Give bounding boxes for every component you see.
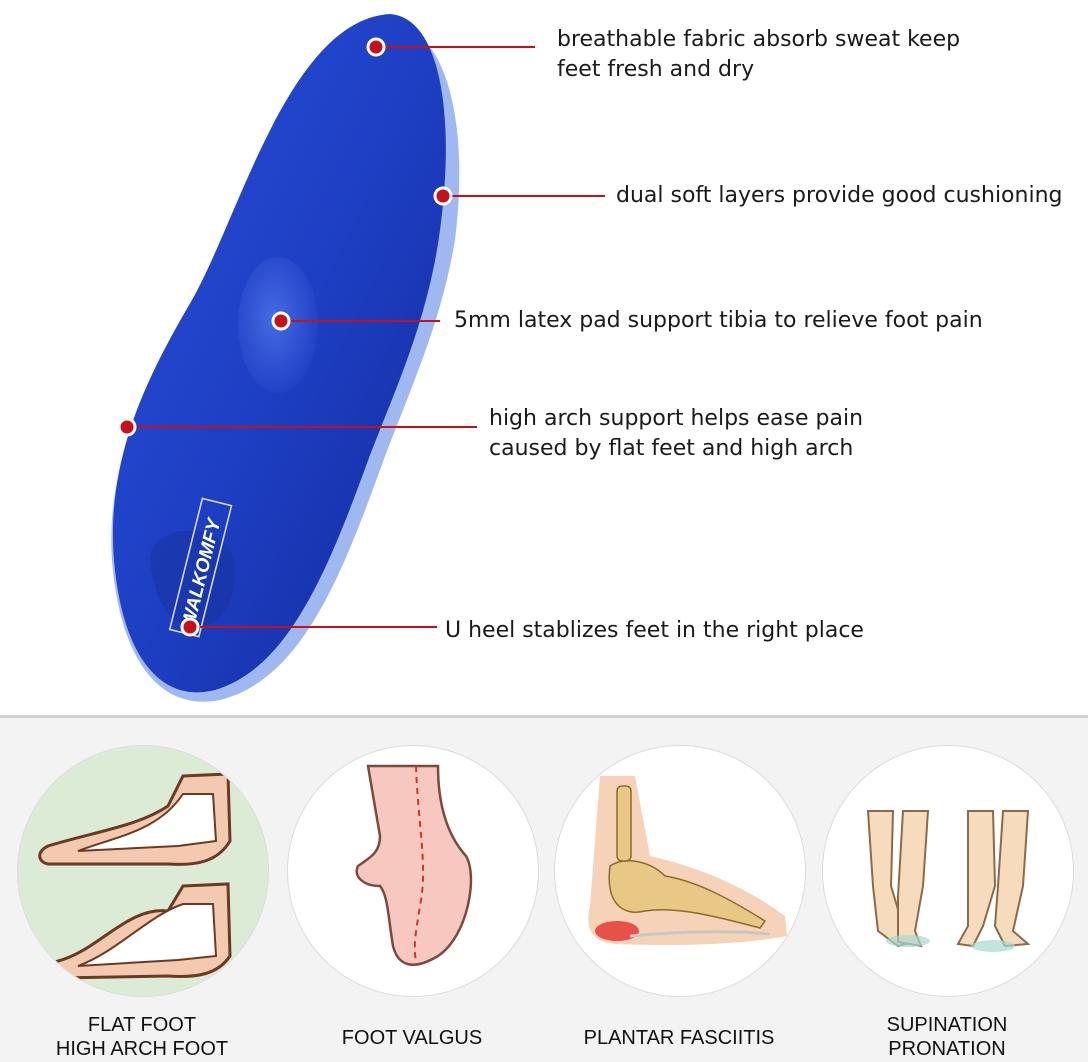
condition-label-supination-pronation: SUPINATION PRONATION [817,1013,1077,1061]
callout-latex-pad: 5mm latex pad support tibia to relieve f… [454,306,983,336]
callout-dot [271,311,291,331]
condition-label-line: PLANTAR FASCIITIS [583,1027,775,1049]
condition-label-plantar-fasciitis: PLANTAR FASCIITIS [549,1026,809,1050]
condition-label-line: HIGH ARCH FOOT [55,1038,229,1060]
supination-pronation-icon [822,745,1074,997]
callout-dot [366,37,386,57]
section-divider [0,715,1088,718]
product-feature-panel: WALKOMFY breathable fabric absorb sweat … [111,14,1062,702]
callout-text: caused by flat feet and high arch [489,436,854,461]
callout-text: 5mm latex pad support tibia to relieve f… [454,308,983,333]
callout-text: breathable fabric absorb sweat keep [557,27,961,52]
callout-text: feet fresh and dry [557,57,755,82]
plantar-fasciitis-icon [554,745,806,997]
callout-arch-support: high arch support helps ease pain caused… [489,404,863,464]
callout-text: high arch support helps ease pain [489,406,864,431]
condition-label-foot-valgus: FOOT VALGUS [282,1026,542,1050]
callout-text: U heel stablizes feet in the right place [445,618,864,643]
flat-high-arch-foot-icon [17,745,269,997]
condition-label-line: FLAT FOOT [87,1014,197,1036]
callout-dot [433,186,453,206]
callout-cushioning: dual soft layers provide good cushioning [616,181,1062,211]
foot-valgus-icon [287,745,539,997]
callout-dot [117,417,137,437]
insole-illustration: WALKOMFY [111,14,605,702]
condition-label-line: FOOT VALGUS [341,1027,483,1049]
condition-label-flat-high-arch: FLAT FOOT HIGH ARCH FOOT [12,1013,272,1061]
callout-lines [127,46,605,628]
condition-label-line: PRONATION [888,1038,1006,1060]
callout-dot [180,617,200,637]
callout-breathable: breathable fabric absorb sweat keep feet… [557,25,960,85]
callout-text: dual soft layers provide good cushioning [616,183,1063,208]
callout-u-heel: U heel stablizes feet in the right place [445,616,864,646]
condition-label-line: SUPINATION [886,1014,1008,1036]
conditions-panel: FLAT FOOT HIGH ARCH FOOT FOOT VALGUS PLA… [0,718,1088,1062]
